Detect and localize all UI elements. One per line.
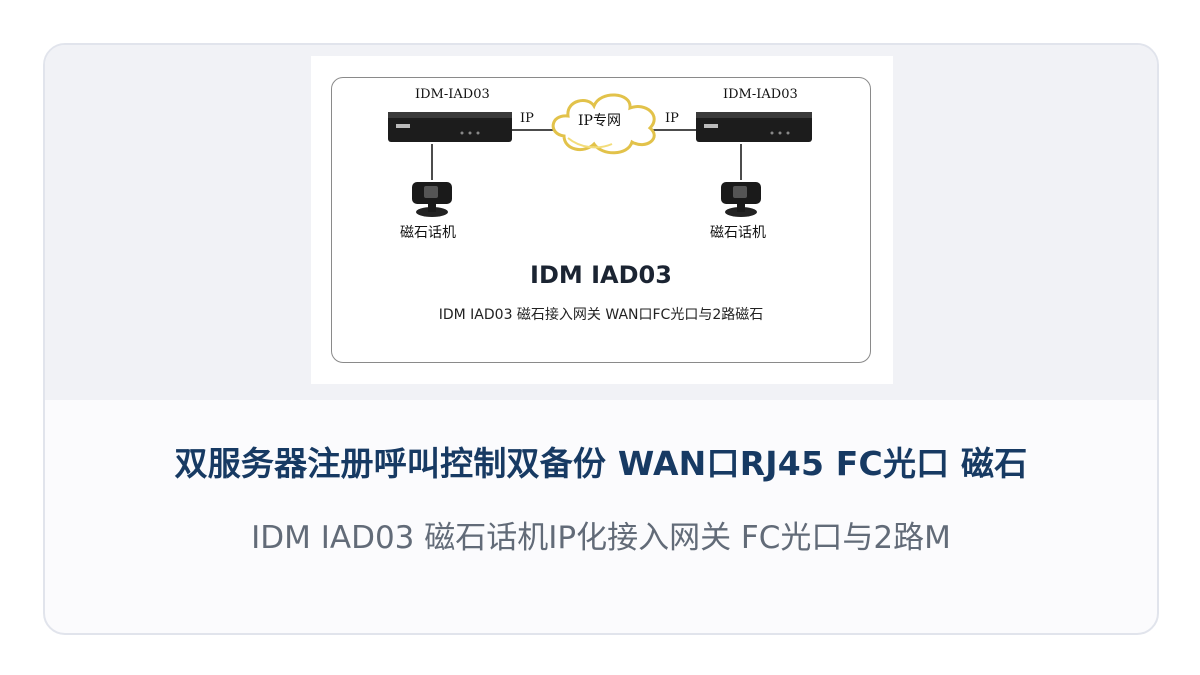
product-title[interactable]: 双服务器注册呼叫控制双备份 WAN口RJ45 FC光口 磁石	[174, 444, 1028, 483]
network-diagram	[388, 93, 812, 217]
right-phone-label: 磁石话机	[710, 225, 766, 241]
diagram-panel: IDM-IAD03 IDM-IAD03 IP IP IP专网 磁石话机 磁石话机…	[331, 77, 871, 363]
right-link-label: IP	[665, 111, 679, 126]
product-diagram-image: IDM-IAD03 IDM-IAD03 IP IP IP专网 磁石话机 磁石话机…	[311, 56, 893, 384]
diagram-title: IDM IAD03	[530, 261, 672, 289]
left-device-label: IDM-IAD03	[415, 87, 490, 102]
left-magneto-phone-icon	[412, 182, 452, 217]
left-gateway-device	[388, 112, 512, 142]
right-device-label: IDM-IAD03	[723, 87, 798, 102]
product-image-area: IDM-IAD03 IDM-IAD03 IP IP IP专网 磁石话机 磁石话机…	[45, 45, 1157, 400]
product-card[interactable]: IDM-IAD03 IDM-IAD03 IP IP IP专网 磁石话机 磁石话机…	[43, 43, 1159, 635]
product-subtitle: IDM IAD03 磁石话机IP化接入网关 FC光口与2路M	[251, 520, 951, 556]
right-gateway-device	[696, 112, 812, 142]
diagram-subtitle: IDM IAD03 磁石接入网关 WAN口FC光口与2路磁石	[438, 307, 764, 323]
left-phone-label: 磁石话机	[400, 225, 456, 241]
left-link-label: IP	[520, 111, 534, 126]
cloud-label: IP专网	[578, 113, 621, 129]
right-magneto-phone-icon	[721, 182, 761, 217]
ip-cloud-icon	[551, 93, 656, 155]
